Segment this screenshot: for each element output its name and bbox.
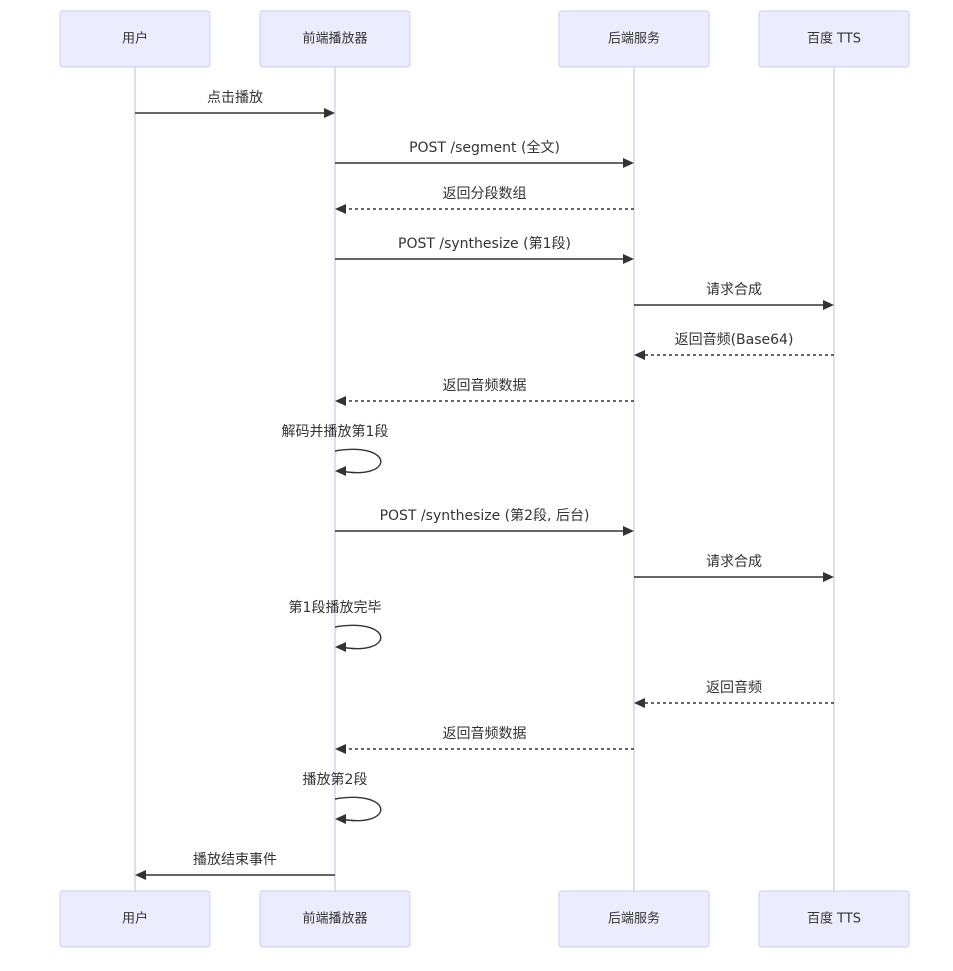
message: 播放第2段 [303, 771, 382, 824]
message: POST /synthesize (第1段) [335, 235, 634, 264]
message-label: POST /synthesize (第1段) [398, 235, 571, 252]
participant-box [558, 10, 710, 68]
message-label: 解码并播放第1段 [282, 423, 389, 440]
participant-label: 前端播放器 [302, 31, 367, 47]
message: 播放结束事件 [135, 852, 335, 880]
message: 点击播放 [135, 90, 335, 118]
participant-box [259, 10, 411, 68]
participant-frontend-top: 前端播放器 [259, 10, 411, 68]
self-message-loop [334, 448, 382, 474]
self-message-loop [334, 624, 382, 650]
participant-box [59, 10, 211, 68]
message-label: 返回分段数组 [443, 186, 527, 202]
arrowhead [335, 814, 346, 824]
lifelines [134, 67, 835, 891]
participant-user-top: 用户 [59, 10, 211, 68]
arrowhead [823, 300, 834, 310]
message: POST /segment (全文) [335, 139, 634, 168]
message: 返回分段数组 [335, 186, 634, 214]
arrowhead [623, 254, 634, 264]
message: POST /synthesize (第2段, 后台) [335, 507, 634, 536]
participant-label: 前端播放器 [302, 911, 367, 927]
participant-frontend-bottom: 前端播放器 [259, 890, 411, 948]
arrowhead [623, 526, 634, 536]
message-label: 播放第2段 [303, 771, 368, 788]
message-label: 请求合成 [706, 554, 762, 570]
message-label: 第1段播放完毕 [289, 599, 382, 616]
message-label: 返回音频数据 [443, 725, 527, 742]
participant-label: 百度 TTS [807, 911, 861, 927]
arrowhead [634, 698, 645, 708]
arrowhead [324, 108, 335, 118]
message: 请求合成 [634, 282, 834, 310]
arrowhead [335, 466, 346, 476]
arrowhead [135, 870, 146, 880]
participant-box [259, 890, 411, 948]
participant-box [59, 890, 211, 948]
message-label: POST /segment (全文) [409, 139, 560, 156]
participant-tts-bottom: 百度 TTS [758, 890, 910, 948]
participant-label: 后端服务 [608, 31, 660, 47]
participant-label: 后端服务 [608, 911, 660, 927]
message-label: 播放结束事件 [193, 852, 277, 868]
self-message-loop [334, 796, 382, 822]
message: 请求合成 [634, 554, 834, 582]
participant-tts-top: 百度 TTS [758, 10, 910, 68]
message-label: 请求合成 [706, 282, 762, 298]
arrowhead [623, 158, 634, 168]
message-label: 返回音频数据 [443, 377, 527, 394]
message: 返回音频 [634, 679, 834, 708]
participant-user-bottom: 用户 [59, 890, 211, 948]
participant-label: 百度 TTS [807, 31, 861, 47]
participant-box [758, 10, 910, 68]
message-label: 返回音频 [706, 679, 762, 696]
message: 解码并播放第1段 [282, 423, 389, 476]
participant-box [758, 890, 910, 948]
message: 第1段播放完毕 [289, 599, 382, 652]
message: 返回音频数据 [335, 725, 634, 754]
message-label: 返回音频(Base64) [675, 331, 794, 348]
message: 返回音频(Base64) [634, 331, 834, 360]
arrowhead [335, 642, 346, 652]
participant-backend-top: 后端服务 [558, 10, 710, 68]
participant-label: 用户 [122, 911, 148, 927]
arrowhead [335, 204, 346, 214]
arrowhead [823, 572, 834, 582]
message-label: 点击播放 [207, 90, 263, 106]
participant-label: 用户 [122, 31, 148, 47]
arrowhead [335, 396, 346, 406]
arrowhead [634, 350, 645, 360]
participant-box [558, 890, 710, 948]
message: 返回音频数据 [335, 377, 634, 406]
messages: 点击播放 POST /segment (全文) 返回分段数组 POST /synthe… [135, 90, 834, 880]
arrowhead [335, 744, 346, 754]
message-label: POST /synthesize (第2段, 后台) [380, 507, 590, 524]
participant-backend-bottom: 后端服务 [558, 890, 710, 948]
